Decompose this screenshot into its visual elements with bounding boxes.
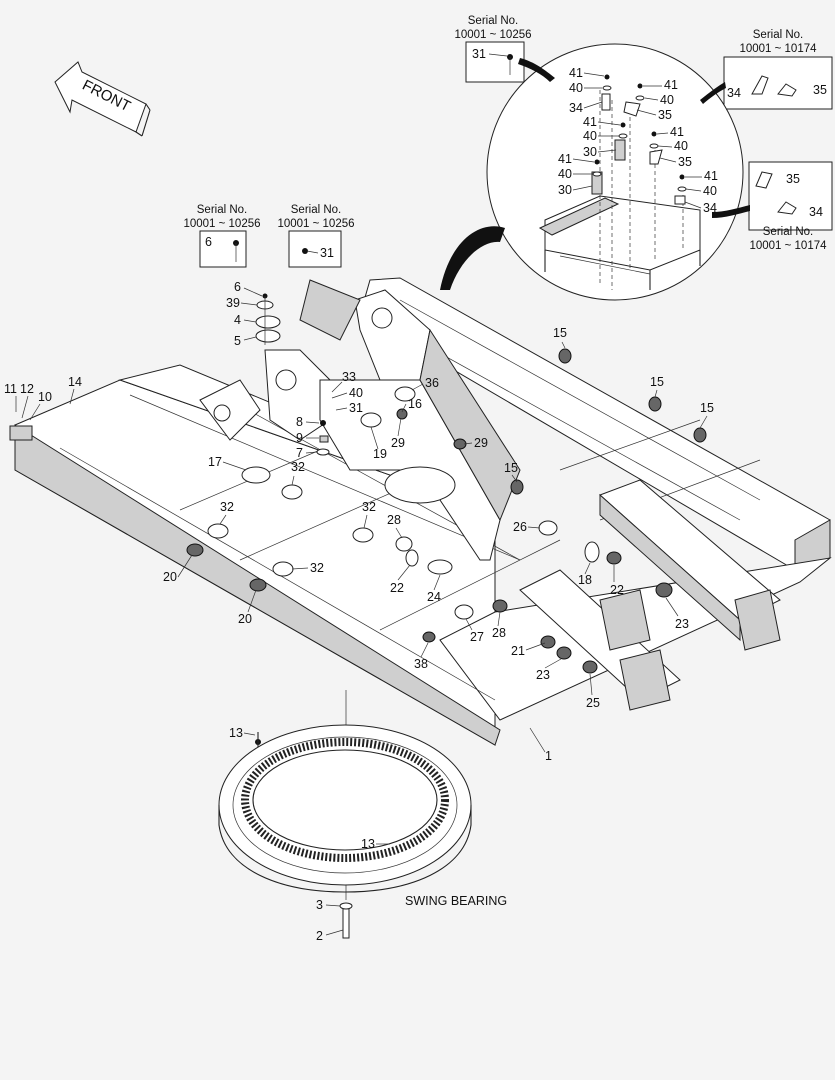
svg-text:31: 31 xyxy=(349,401,363,415)
svg-text:6: 6 xyxy=(234,280,241,294)
swing-bearing-label: SWING BEARING xyxy=(405,894,507,908)
upper-frame xyxy=(14,277,832,746)
svg-text:23: 23 xyxy=(536,668,550,682)
detail-circle xyxy=(440,43,750,301)
svg-text:15: 15 xyxy=(650,375,664,389)
svg-text:40: 40 xyxy=(703,184,717,198)
svg-text:34: 34 xyxy=(809,205,823,219)
serial-title: Serial No. xyxy=(468,15,519,27)
svg-text:Serial No.: Serial No. xyxy=(197,204,248,216)
svg-text:40: 40 xyxy=(569,81,583,95)
svg-text:41: 41 xyxy=(704,169,718,183)
svg-text:28: 28 xyxy=(492,626,506,640)
svg-text:13: 13 xyxy=(361,837,375,851)
svg-text:41: 41 xyxy=(583,115,597,129)
svg-text:24: 24 xyxy=(427,590,441,604)
svg-text:35: 35 xyxy=(786,172,800,186)
svg-text:17: 17 xyxy=(208,455,222,469)
svg-text:32: 32 xyxy=(220,500,234,514)
svg-text:26: 26 xyxy=(513,520,527,534)
svg-text:40: 40 xyxy=(349,386,363,400)
svg-text:15: 15 xyxy=(700,401,714,415)
serial-box-34-35-lower: 35 34 Serial No. 10001 ~ 10174 xyxy=(748,161,833,252)
svg-text:10001 ~ 10256: 10001 ~ 10256 xyxy=(183,218,260,230)
svg-text:19: 19 xyxy=(373,447,387,461)
svg-text:11: 11 xyxy=(4,382,17,396)
svg-text:28: 28 xyxy=(387,513,401,527)
svg-text:32: 32 xyxy=(362,500,376,514)
svg-text:41: 41 xyxy=(558,152,572,166)
svg-text:35: 35 xyxy=(678,155,692,169)
svg-text:9: 9 xyxy=(296,431,303,445)
svg-text:41: 41 xyxy=(664,78,678,92)
svg-text:30: 30 xyxy=(583,145,597,159)
svg-text:22: 22 xyxy=(610,583,624,597)
serial-box-34-35-upper: Serial No. 10001 ~ 10174 34 35 xyxy=(723,29,833,110)
detail-callouts: 41 40 34 41 40 35 41 40 30 41 40 35 41 4… xyxy=(558,66,718,215)
svg-text:20: 20 xyxy=(163,570,177,584)
svg-text:13: 13 xyxy=(229,726,243,740)
svg-text:32: 32 xyxy=(291,460,305,474)
svg-text:4: 4 xyxy=(234,313,241,327)
swing-bearing: SWING BEARING xyxy=(218,724,507,908)
svg-text:Serial No.: Serial No. xyxy=(291,204,342,216)
svg-text:41: 41 xyxy=(670,125,684,139)
svg-text:30: 30 xyxy=(558,183,572,197)
front-arrow: FRONT xyxy=(54,61,151,137)
svg-text:21: 21 xyxy=(511,644,525,658)
svg-text:Serial No.: Serial No. xyxy=(763,226,814,238)
svg-text:36: 36 xyxy=(425,376,439,390)
serial-box-31-left: Serial No. 10001 ~ 10256 31 xyxy=(277,204,355,268)
svg-text:10001 ~ 10256: 10001 ~ 10256 xyxy=(277,218,354,230)
main-callouts: 1 2 3 6 39 4 5 11 12 10 14 13 13 15 15 1… xyxy=(4,280,714,943)
svg-text:14: 14 xyxy=(68,375,82,389)
serial-box-6: Serial No. 10001 ~ 10256 6 xyxy=(183,204,261,268)
svg-text:6: 6 xyxy=(205,235,212,249)
svg-text:20: 20 xyxy=(238,612,252,626)
svg-text:40: 40 xyxy=(558,167,572,181)
svg-text:29: 29 xyxy=(391,436,405,450)
svg-text:40: 40 xyxy=(674,139,688,153)
svg-text:18: 18 xyxy=(578,573,592,587)
svg-text:34: 34 xyxy=(569,101,583,115)
svg-text:32: 32 xyxy=(310,561,324,575)
svg-text:10001 ~ 10174: 10001 ~ 10174 xyxy=(749,240,827,252)
svg-text:25: 25 xyxy=(586,696,600,710)
svg-text:34: 34 xyxy=(727,86,741,100)
svg-text:15: 15 xyxy=(553,326,567,340)
svg-text:23: 23 xyxy=(675,617,689,631)
svg-text:40: 40 xyxy=(583,129,597,143)
svg-text:7: 7 xyxy=(296,446,303,460)
svg-text:12: 12 xyxy=(20,382,34,396)
svg-text:38: 38 xyxy=(414,657,428,671)
serial-range: 10001 ~ 10256 xyxy=(454,29,531,41)
svg-text:3: 3 xyxy=(316,898,323,912)
svg-text:5: 5 xyxy=(234,334,241,348)
svg-text:1: 1 xyxy=(545,749,552,763)
svg-text:41: 41 xyxy=(569,66,583,80)
svg-text:Serial No.: Serial No. xyxy=(753,29,804,41)
svg-text:35: 35 xyxy=(658,108,672,122)
svg-text:40: 40 xyxy=(660,93,674,107)
svg-text:33: 33 xyxy=(342,370,356,384)
svg-text:29: 29 xyxy=(474,436,488,450)
serial-box-31-top: Serial No. 10001 ~ 10256 31 xyxy=(454,15,532,83)
svg-text:2: 2 xyxy=(316,929,323,943)
svg-text:10: 10 xyxy=(38,390,52,404)
svg-text:39: 39 xyxy=(226,296,240,310)
svg-text:27: 27 xyxy=(470,630,484,644)
svg-text:15: 15 xyxy=(504,461,518,475)
svg-text:34: 34 xyxy=(703,201,717,215)
svg-text:10001 ~ 10174: 10001 ~ 10174 xyxy=(739,43,817,55)
svg-text:31: 31 xyxy=(320,246,334,260)
svg-text:16: 16 xyxy=(408,397,422,411)
svg-text:8: 8 xyxy=(296,415,303,429)
svg-text:35: 35 xyxy=(813,83,827,97)
callout-31: 31 xyxy=(472,47,486,61)
svg-text:22: 22 xyxy=(390,581,404,595)
